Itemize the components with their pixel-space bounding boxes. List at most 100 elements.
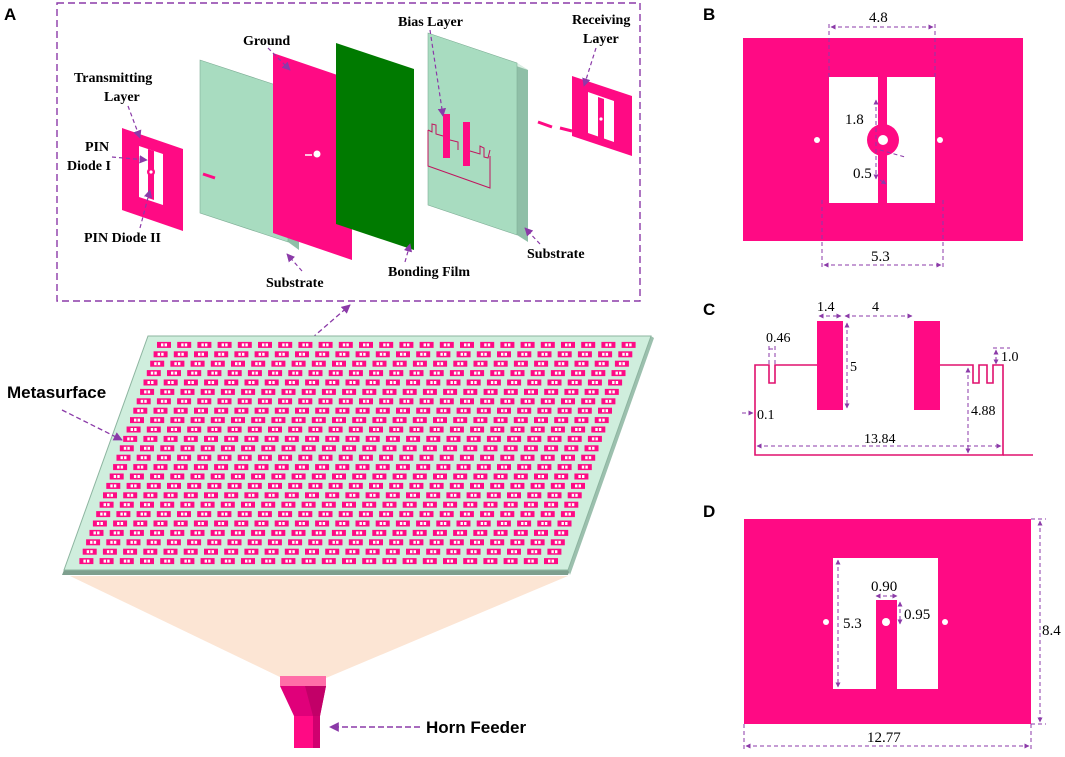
metasurface-cell-strip (399, 475, 401, 478)
metasurface-cell-strip (365, 456, 367, 460)
metasurface-cell-strip (230, 381, 232, 384)
receiving-layer (572, 76, 632, 156)
metasurface-cell-strip (496, 428, 498, 431)
metasurface-cell-strip (459, 418, 461, 422)
pointer-bonding-film (403, 243, 413, 263)
metasurface-cell-strip (466, 456, 468, 460)
metasurface-cell-strip (446, 512, 448, 516)
metasurface-cell-strip (277, 362, 279, 366)
metasurface-cell-strip (550, 390, 552, 394)
metasurface-cell-strip (220, 465, 222, 469)
metasurface-cell-strip (116, 475, 118, 478)
metasurface-cell-strip (503, 465, 505, 469)
metasurface-cell-strip (170, 381, 172, 384)
metasurface-cell-strip (375, 540, 377, 544)
metasurface-cell-strip (483, 522, 485, 525)
metasurface-cell-strip (560, 362, 562, 366)
metasurface-cell-strip (584, 465, 586, 469)
metasurface-cell-strip (281, 352, 283, 356)
metasurface-cell-strip (291, 493, 293, 497)
metasurface-cell-strip (527, 399, 529, 403)
metasurface-cell-strip (166, 559, 168, 563)
metasurface-cell-strip (143, 399, 145, 403)
metasurface-cell-strip (405, 399, 407, 403)
metasurface-cell-strip (166, 503, 168, 507)
metasurface-cell-strip (223, 512, 225, 516)
metasurface-cell-strip (415, 371, 418, 375)
metasurface-cell-strip (287, 390, 290, 394)
metasurface-cell-strip (452, 381, 455, 384)
metasurface-cell-strip (284, 343, 286, 347)
metasurface-cell-strip (372, 437, 374, 441)
metasurface-cell-strip (510, 446, 512, 450)
panel-label-a: A (4, 5, 16, 24)
metasurface-cell-strip (240, 352, 242, 356)
label-pin-diode-1b: Diode I (67, 159, 111, 174)
metasurface-cell-strip (553, 550, 555, 554)
metasurface-cell-strip (224, 343, 226, 347)
metasurface-cell-strip (173, 428, 175, 431)
metasurface-cell-strip (355, 428, 357, 431)
metasurface-cell-strip (301, 409, 303, 413)
metasurface-cell-strip (308, 503, 310, 507)
metasurface-cell-strip (311, 493, 313, 497)
metasurface-cell-strip (261, 352, 263, 356)
metasurface-cell-strip (527, 343, 529, 347)
metasurface-cell-strip (601, 418, 603, 422)
metasurface-cell-strip (237, 475, 239, 478)
metasurface-cell-strip (449, 390, 451, 394)
metasurface-cell-strip (395, 371, 397, 375)
metasurface-cell-strip (298, 418, 300, 422)
metasurface-cell-strip (402, 409, 404, 413)
metasurface-cell-strip (271, 381, 273, 384)
metasurface-cell-strip (503, 352, 505, 356)
metasurface-cell-strip (210, 381, 212, 384)
metasurface-cell-strip (163, 343, 165, 347)
metasurface-cell-strip (220, 352, 222, 356)
metasurface-cell-strip (479, 531, 481, 535)
metasurface-cell-strip (489, 503, 492, 507)
metasurface-cell-strip (567, 512, 569, 516)
metasurface-cell-strip (611, 390, 613, 394)
metasurface-cell-strip (419, 362, 421, 366)
metasurface-cell-strip (314, 428, 316, 431)
metasurface-cell-strip (530, 446, 532, 450)
metasurface-cell-strip (109, 493, 111, 497)
metasurface-cell-strip (274, 428, 276, 431)
metasurface-cell-strip (149, 493, 151, 497)
metasurface-cell-strip (463, 465, 465, 469)
metasurface-cell-strip (479, 475, 481, 478)
metasurface-cell-strip (486, 399, 488, 403)
metasurface-cell-strip (425, 512, 428, 516)
metasurface-cell-strip (553, 437, 556, 441)
metasurface-cell-strip (365, 343, 367, 347)
metasurface-cell-strip (244, 343, 246, 347)
metasurface-cell-strip (540, 418, 542, 422)
metasurface-cell-strip (348, 503, 350, 507)
metasurface-cell-strip (304, 512, 306, 516)
metasurface-cell-strip (311, 381, 313, 384)
metasurface-cell-strip (311, 437, 313, 441)
dim-b-width-top: 4.8 (869, 10, 888, 26)
metasurface-cell-strip (257, 475, 259, 478)
metasurface-cell-strip (361, 522, 364, 525)
beam (70, 576, 568, 678)
metasurface-cell-strip (338, 362, 340, 366)
metasurface-cell-strip (439, 418, 441, 422)
metasurface-cell-strip (493, 550, 495, 554)
metasurface-cell-strip (156, 531, 158, 535)
metasurface-cell-strip (516, 540, 518, 544)
label-ground: Ground (243, 34, 290, 49)
metasurface-cell-strip (473, 493, 475, 497)
metasurface-cell-strip (213, 484, 215, 488)
metasurface-cell-strip (149, 550, 151, 554)
metasurface-cell-strip (220, 522, 222, 525)
metasurface-cell-strip (375, 428, 377, 431)
metasurface-cell-strip (452, 493, 454, 497)
metasurface-cell-strip (607, 343, 609, 347)
metasurface-cell-strip (95, 531, 98, 535)
metasurface-cell-strip (385, 512, 387, 516)
metasurface-cell-strip (341, 352, 343, 356)
metasurface-cell-strip (227, 390, 229, 394)
metasurface-cell-strip (355, 484, 357, 488)
